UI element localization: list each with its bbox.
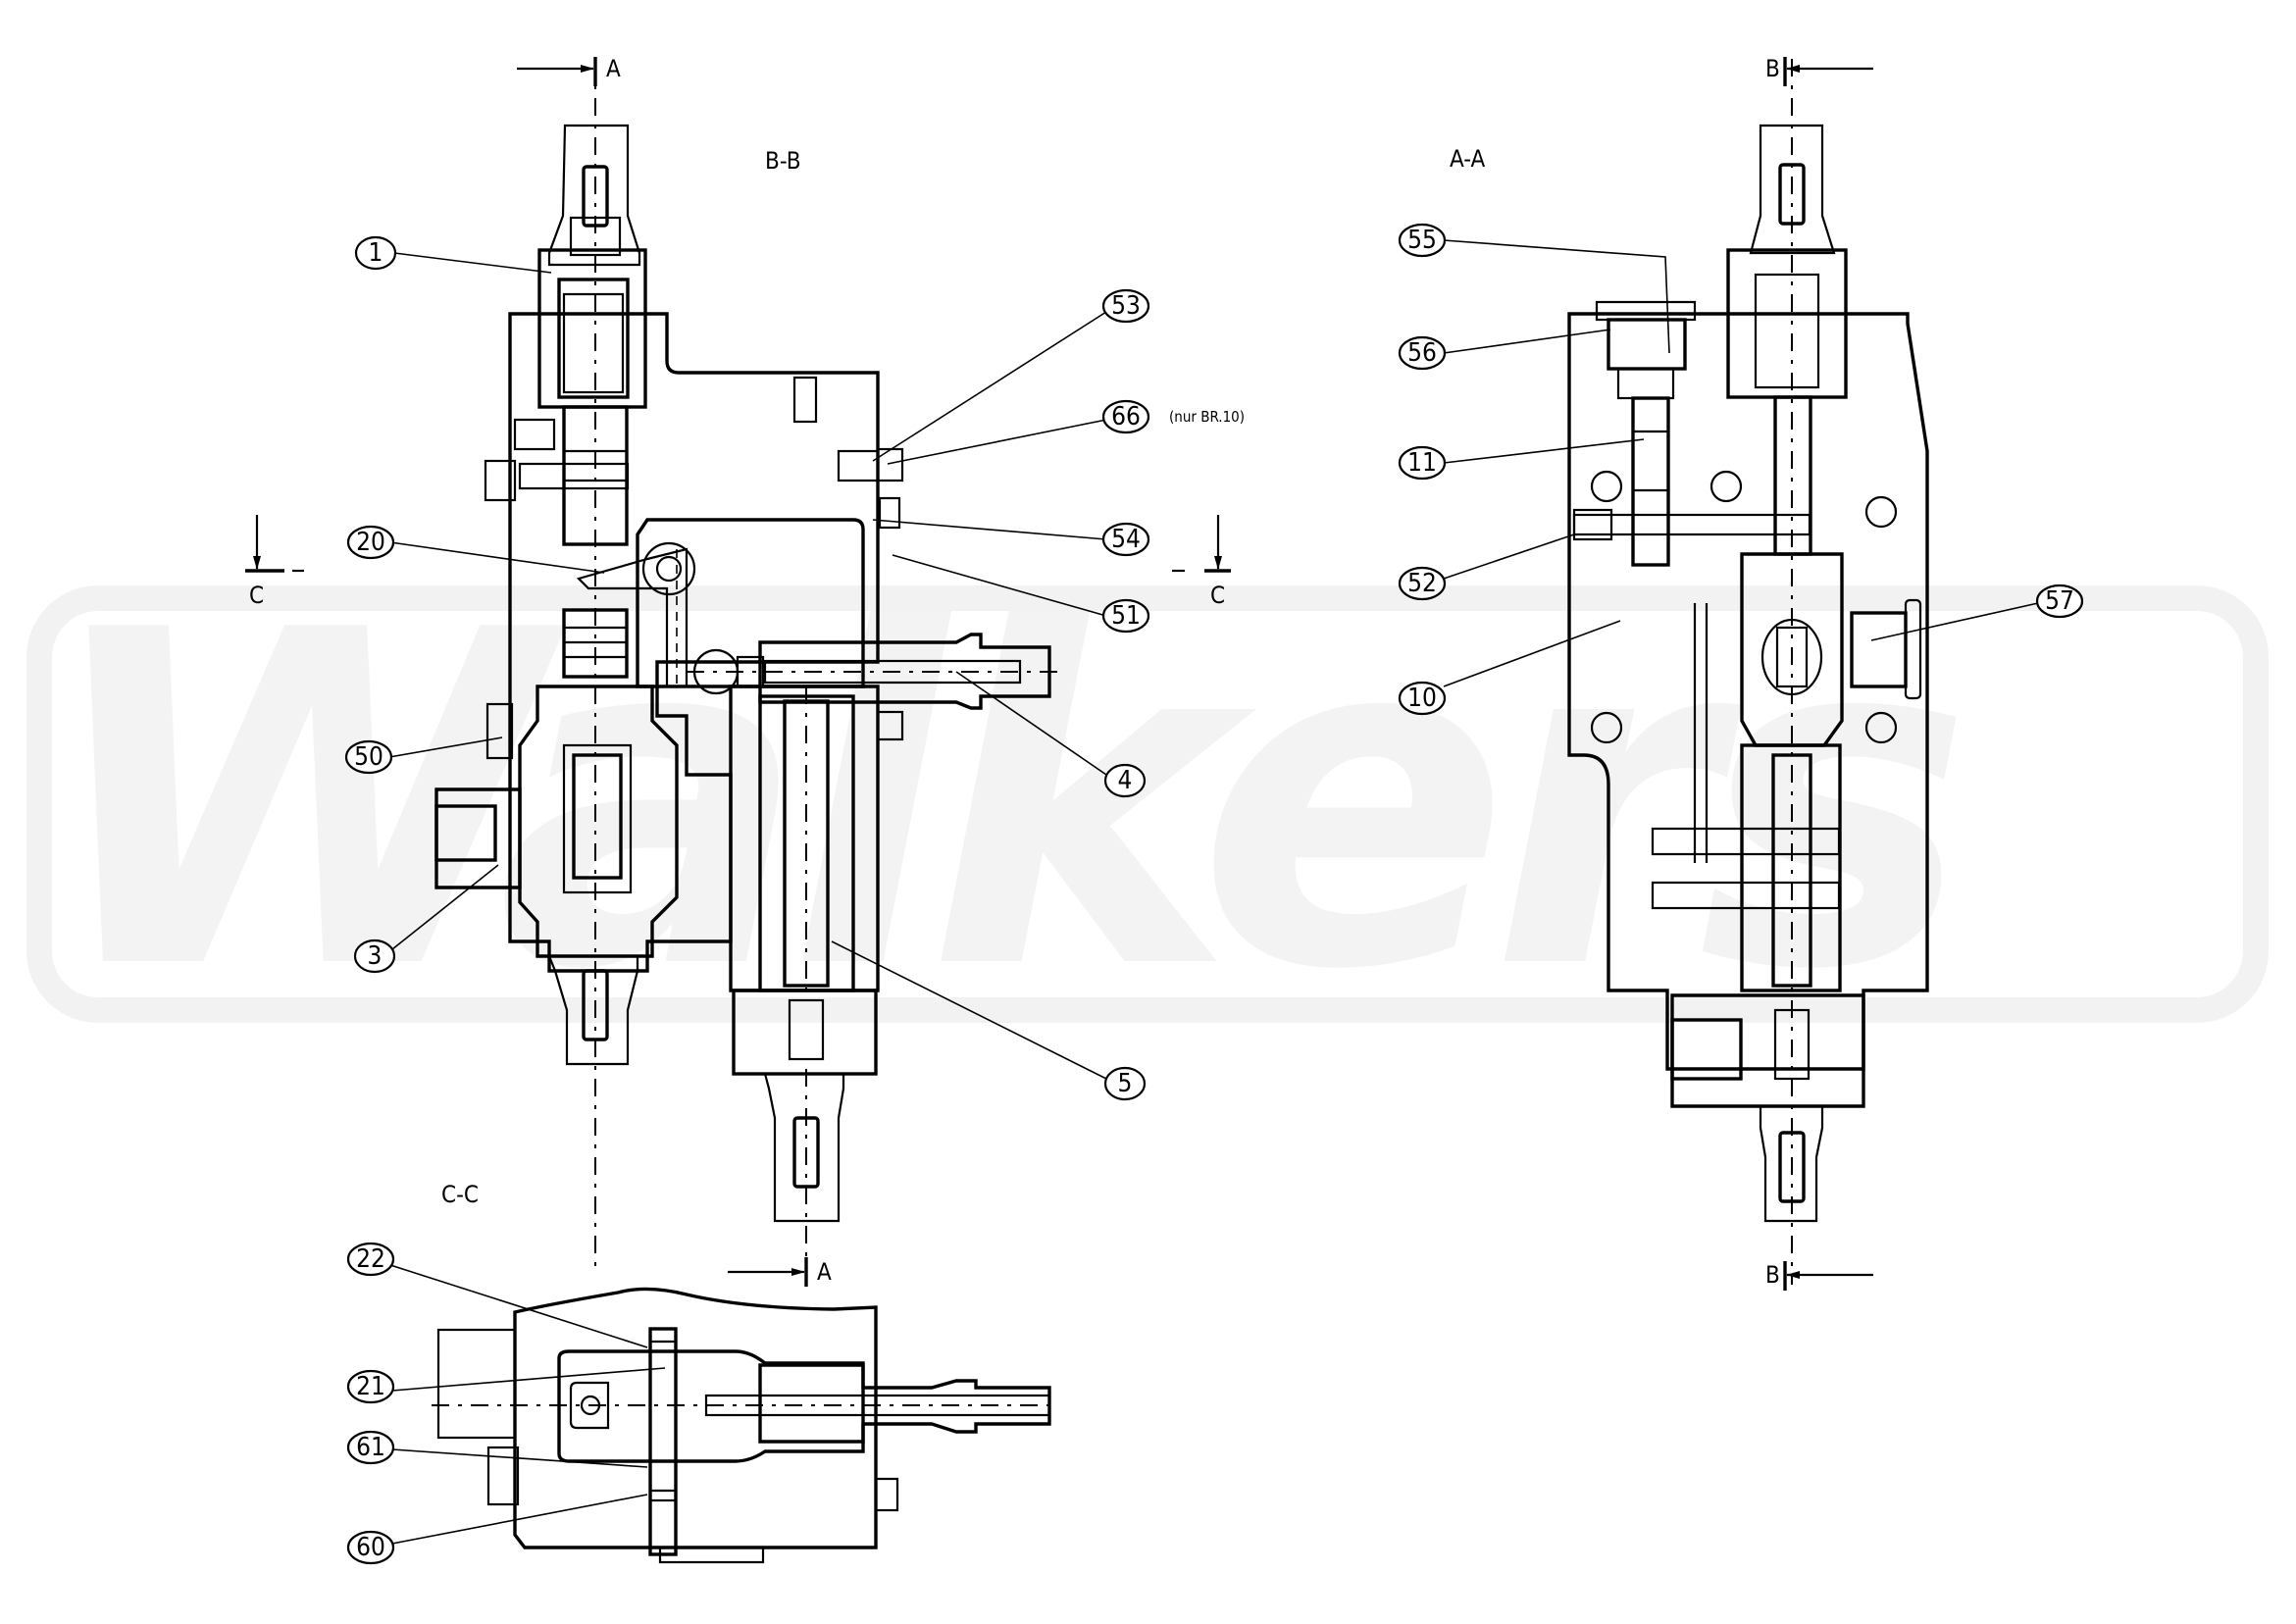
aa-tie-rod-holes <box>1590 470 1898 744</box>
callout-56: 56 <box>1398 335 1447 371</box>
aa-bottom-cap <box>1759 1104 1824 1223</box>
callout-66-note: (nur BR.10) <box>1169 408 1245 426</box>
cc-left-port <box>436 1328 517 1440</box>
svg-text:57: 57 <box>2045 586 2074 616</box>
aa-spool-lower <box>1771 753 1812 988</box>
callout-20: 20 <box>346 525 395 560</box>
callout-61: 61 <box>346 1430 395 1465</box>
svg-text:56: 56 <box>1407 338 1437 368</box>
svg-text:21: 21 <box>356 1372 385 1401</box>
cc-shaft <box>758 1363 1051 1444</box>
view-aa: A-A B B <box>1398 55 2084 1291</box>
svg-text:52: 52 <box>1407 569 1437 598</box>
bb-top-cap <box>547 124 641 267</box>
section-arrow-b-top: B <box>1765 55 1873 86</box>
section-arrow-c-right: C <box>1172 515 1231 609</box>
svg-text:3: 3 <box>368 941 383 971</box>
callout-3: 3 <box>353 939 396 974</box>
bb-lever-cavity <box>636 518 865 688</box>
svg-text:10: 10 <box>1407 684 1437 713</box>
svg-text:54: 54 <box>1111 525 1141 554</box>
bb-top-plug <box>792 376 818 424</box>
bb-cartridge-3 <box>518 685 679 958</box>
section-label-b-bottom: B <box>1765 1261 1780 1289</box>
cc-cavity <box>557 1349 865 1463</box>
svg-text:53: 53 <box>1111 291 1141 321</box>
aa-top-cap <box>1749 124 1836 255</box>
bb-plug-left-2 <box>484 459 517 502</box>
section-label-b-top: B <box>1765 55 1780 82</box>
bb-top-nut <box>569 216 622 257</box>
callout-11: 11 <box>1398 445 1447 481</box>
watermark-frame <box>26 585 2269 1023</box>
bb-bottom-cap-5 <box>763 1072 845 1223</box>
cc-bushing-61 <box>648 1459 678 1502</box>
callout-51: 51 <box>1101 598 1150 634</box>
cc-pin-21 <box>648 1327 678 1556</box>
aa-spool-11 <box>1631 396 1670 567</box>
section-label-a-top: A <box>606 55 621 82</box>
section-arrow-c-left: C <box>245 515 304 609</box>
svg-text:60: 60 <box>356 1533 385 1562</box>
callout-50: 50 <box>344 739 393 775</box>
view-aa-title: A-A <box>1450 145 1486 173</box>
svg-text:50: 50 <box>354 742 383 772</box>
callout-1: 1 <box>354 235 397 271</box>
aa-cap-55 <box>1595 300 1697 322</box>
callout-5: 5 <box>1103 1066 1147 1101</box>
section-arrow-b-bottom: B <box>1765 1261 1873 1291</box>
callout-21: 21 <box>346 1369 395 1404</box>
cc-link <box>569 1381 610 1430</box>
bb-spring-1 <box>562 292 625 394</box>
bb-lever-20 <box>576 547 689 688</box>
bb-plug-66 <box>837 449 880 482</box>
callout-54: 54 <box>1101 522 1150 557</box>
svg-text:22: 22 <box>356 1244 385 1274</box>
watermark: Walkers <box>26 533 2269 1070</box>
svg-text:20: 20 <box>356 528 385 557</box>
bb-plug-left-1 <box>513 418 556 451</box>
callout-60: 60 <box>346 1530 395 1565</box>
bb-shaft-4 <box>758 633 1051 710</box>
view-cc-title: C-C <box>441 1181 479 1208</box>
bb-top-screw <box>582 165 609 228</box>
bb-lever-pivot <box>641 541 696 596</box>
svg-text:11: 11 <box>1407 448 1437 478</box>
view-bb: B-B A <box>245 55 1245 1287</box>
callout-10: 10 <box>1398 681 1447 716</box>
svg-text:61: 61 <box>356 1433 385 1462</box>
bb-plug-51 <box>878 496 901 530</box>
section-label-c-right: C <box>1210 582 1225 609</box>
svg-text:5: 5 <box>1118 1069 1133 1098</box>
svg-text:55: 55 <box>1407 226 1437 255</box>
callout-52: 52 <box>1398 566 1447 601</box>
callout-66: 66 (nur BR.10) <box>1101 399 1245 434</box>
callout-22: 22 <box>346 1242 395 1277</box>
aa-sleeve <box>1740 743 1842 992</box>
section-label-a-bottom: A <box>817 1258 832 1286</box>
bb-plug-50 <box>485 702 514 760</box>
view-bb-title: B-B <box>765 147 801 175</box>
callout-53: 53 <box>1101 288 1150 324</box>
callout-55: 55 <box>1398 223 1447 258</box>
svg-text:4: 4 <box>1118 766 1133 795</box>
bb-bottom-cap <box>547 954 639 1066</box>
view-cc: C-C 22 21 61 60 <box>346 1181 1054 1565</box>
watermark-text: Walkers <box>39 533 1958 1070</box>
svg-text:51: 51 <box>1111 601 1141 631</box>
aa-main-body <box>1567 312 1929 1071</box>
aa-cartridge-1 <box>1726 248 1848 399</box>
bb-cartridge-1 <box>537 248 647 409</box>
svg-text:1: 1 <box>369 238 383 268</box>
section-arrow-a-top: A <box>517 55 621 86</box>
callout-4: 4 <box>1103 763 1147 798</box>
section-label-c-left: C <box>249 582 264 609</box>
section-arrow-a-bottom: A <box>728 1257 832 1287</box>
cc-body <box>513 1287 878 1549</box>
callout-57: 57 <box>2035 584 2084 619</box>
svg-text:66: 66 <box>1111 402 1141 431</box>
